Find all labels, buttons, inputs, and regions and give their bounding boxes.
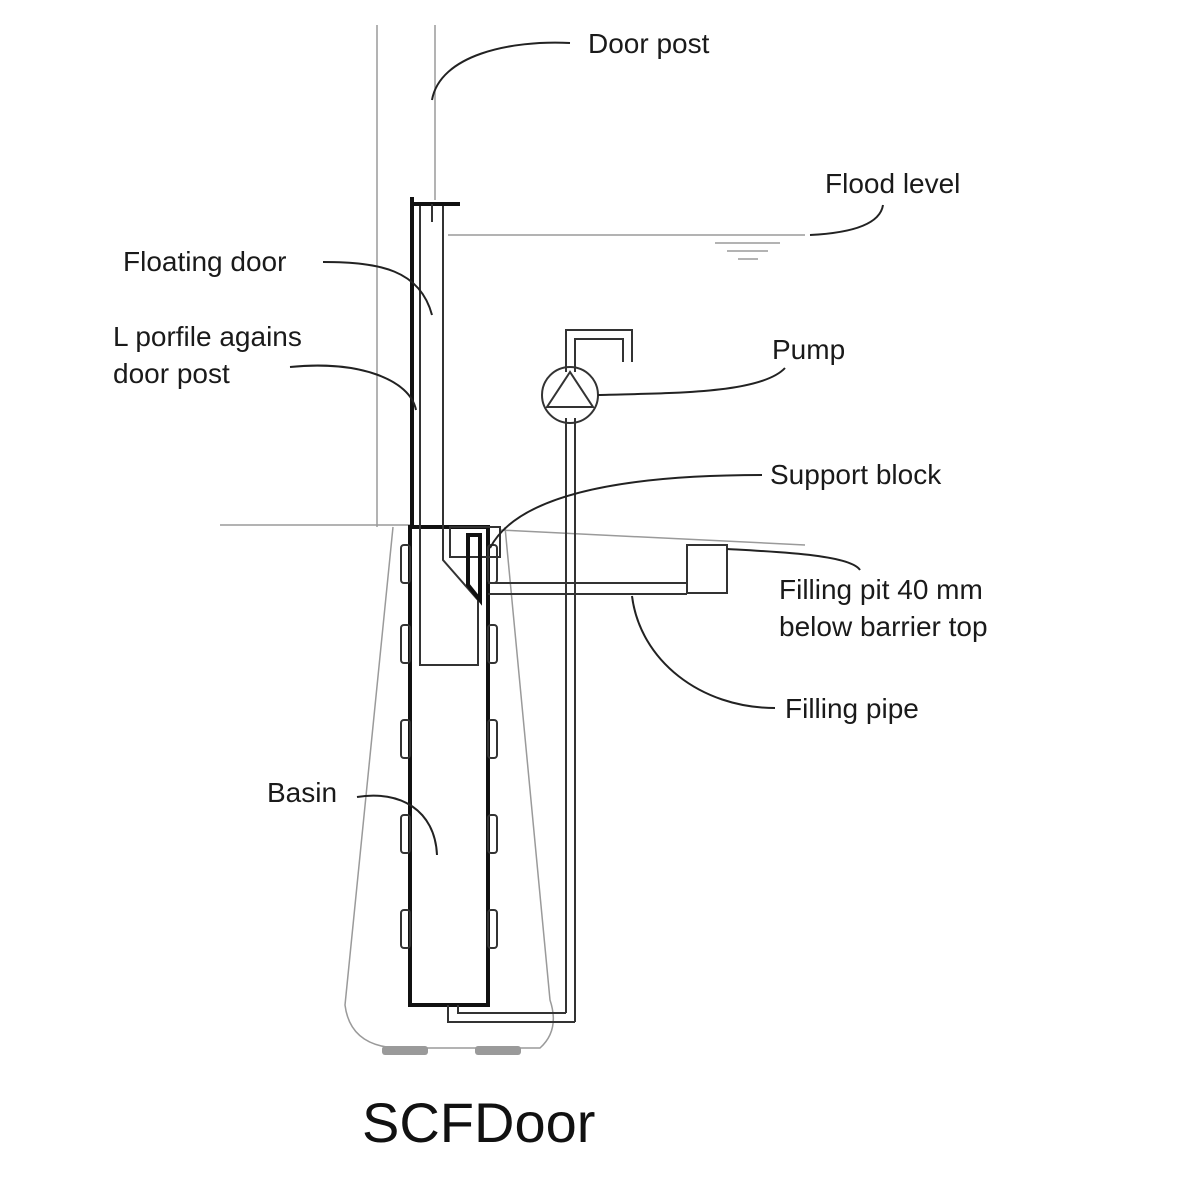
- label-floating-door: Floating door: [123, 246, 286, 277]
- foundation-feet: [382, 1046, 521, 1055]
- label-filling-pit-line1: Filling pit 40 mm: [779, 574, 983, 605]
- pump-symbol: [541, 366, 599, 424]
- label-door-post: Door post: [588, 28, 710, 59]
- support-block: [466, 533, 482, 606]
- label-basin: Basin: [267, 777, 337, 808]
- label-flood-level: Flood level: [825, 168, 960, 199]
- floating-door: [410, 202, 479, 666]
- label-filling-pipe: Filling pipe: [785, 693, 919, 724]
- label-l-profile-line1: L porfile agains: [113, 321, 302, 352]
- filling-pipe: [488, 582, 687, 595]
- leader-lines: [289, 41, 884, 856]
- label-pump: Pump: [772, 334, 845, 365]
- pump-pipe: [447, 329, 633, 1023]
- label-l-profile-line2: door post: [113, 358, 230, 389]
- label-filling-pit-line2: below barrier top: [779, 611, 988, 642]
- flood-level-line: [448, 234, 805, 260]
- diagram-title: SCFDoor: [362, 1091, 595, 1154]
- filling-pit: [686, 544, 728, 594]
- foundation: [344, 526, 555, 1049]
- door-post: [376, 25, 436, 527]
- basin: [408, 525, 501, 1007]
- ground-line-right: [499, 529, 806, 546]
- label-support-block: Support block: [770, 459, 942, 490]
- basin-studs: [400, 544, 498, 949]
